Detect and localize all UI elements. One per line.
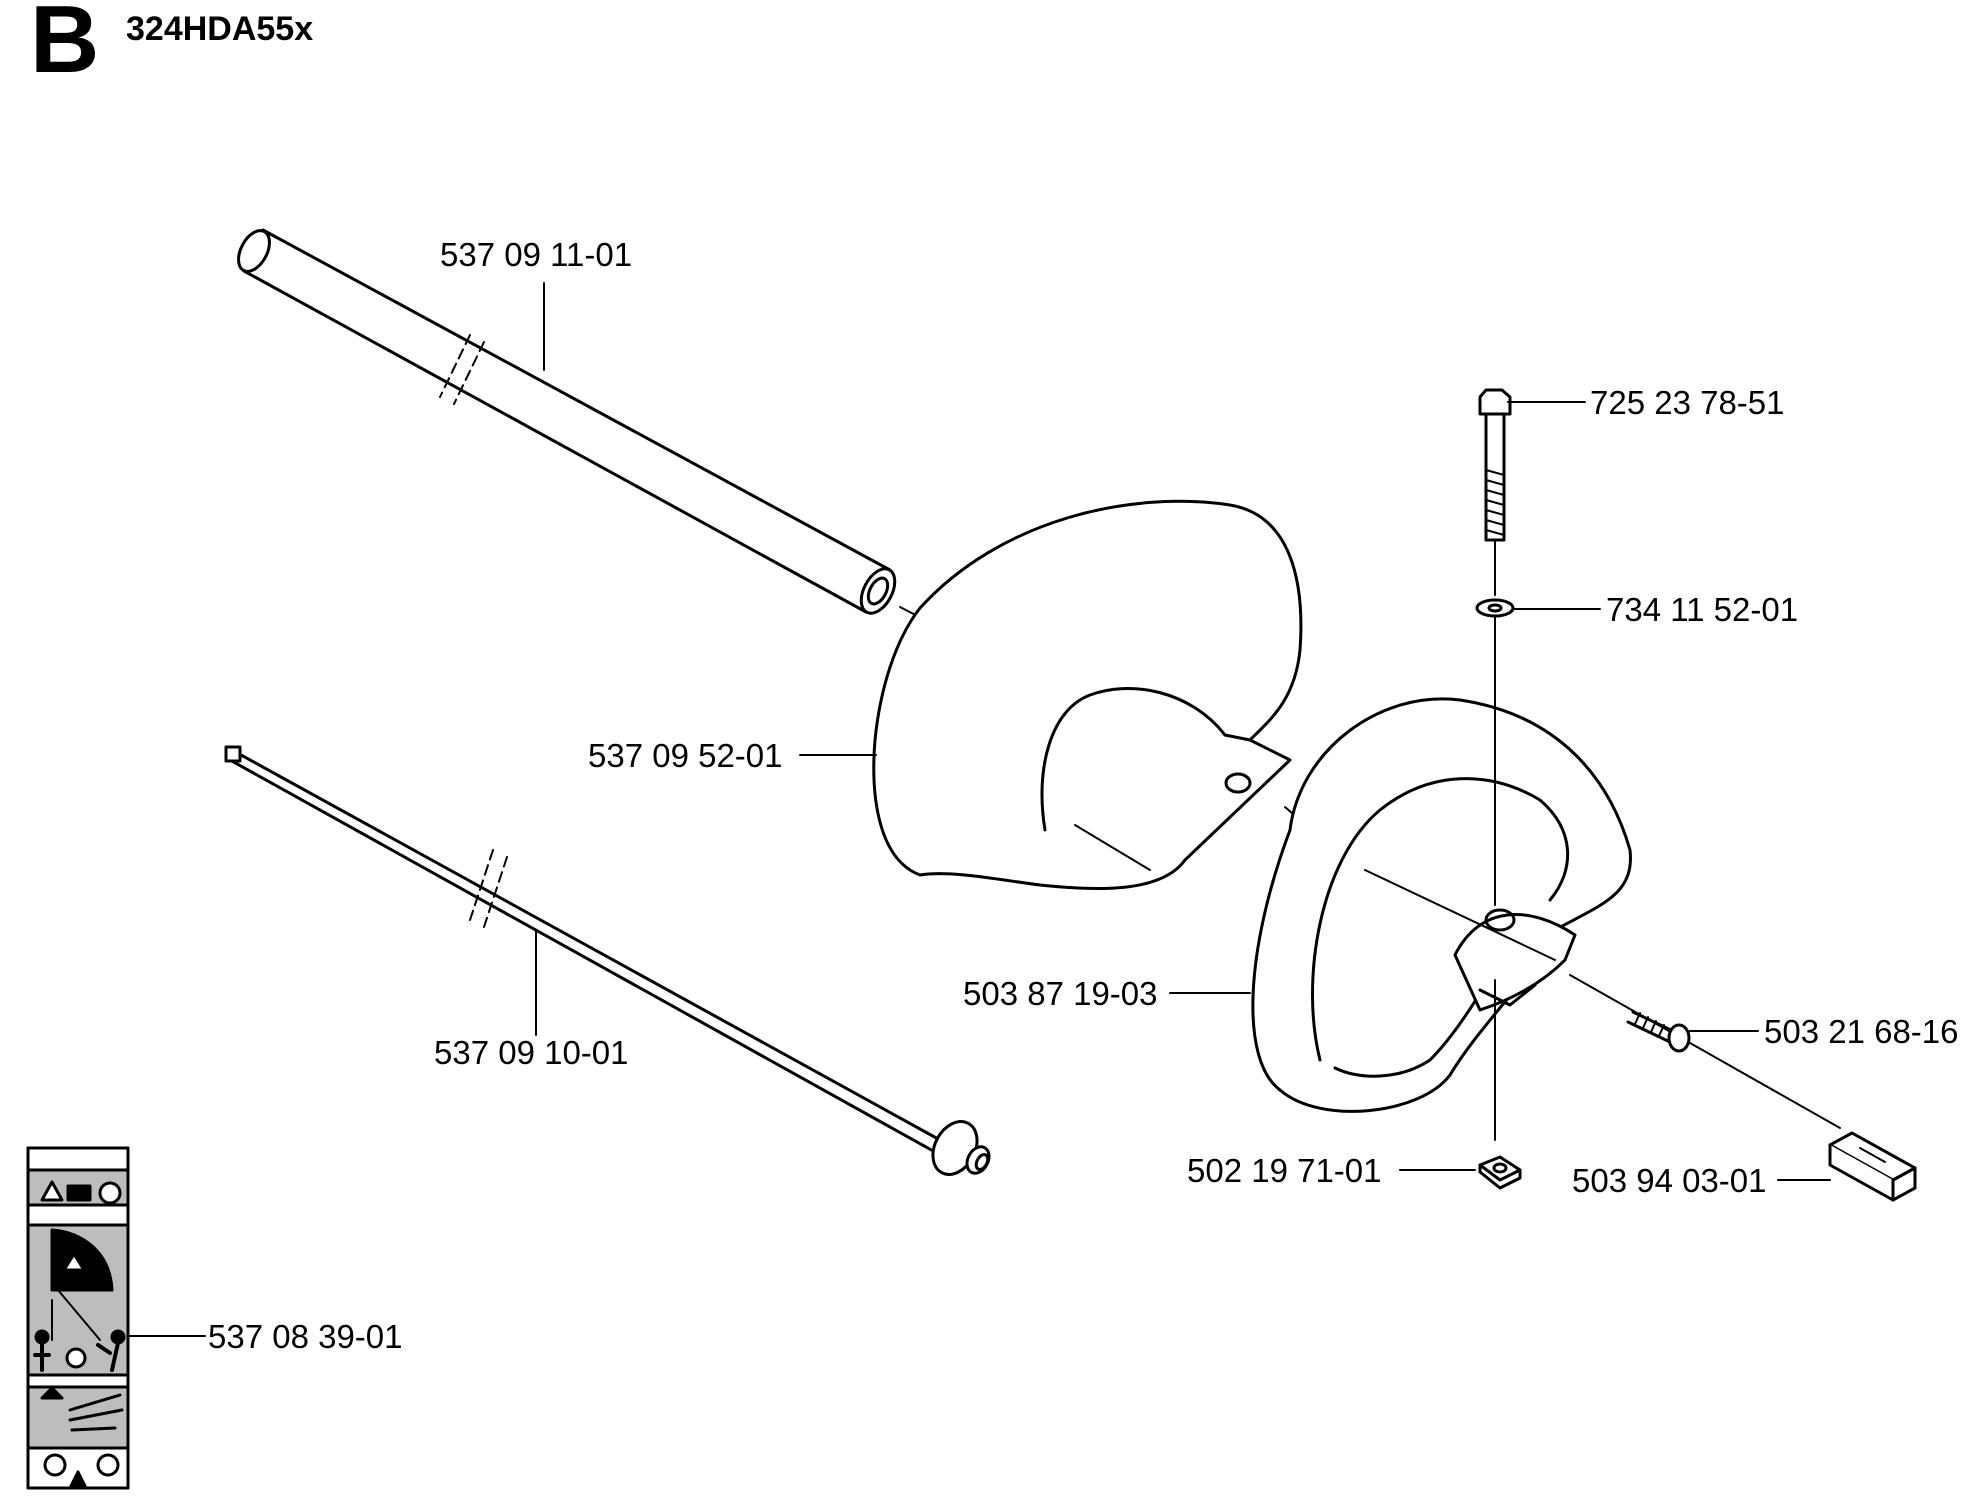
part-number-drive-shaft: 537 09 10-01 (434, 1034, 629, 1071)
model-code: 324HDA55x (126, 10, 314, 48)
part-number-shaft-tube: 537 09 11-01 (440, 236, 633, 273)
part-number-connector: 503 94 03-01 (1572, 1162, 1767, 1199)
section-letter: B (30, 0, 100, 93)
guard-drawing (872, 499, 1303, 890)
warning-decal-drawing (26, 1146, 130, 1490)
part-number-washer: 734 11 52-01 (1606, 591, 1799, 628)
part-number-screw: 503 21 68-16 (1764, 1013, 1959, 1050)
part-number-guard: 537 09 52-01 (588, 737, 783, 774)
handle-drawing (1251, 697, 1841, 1129)
part-number-bolt: 725 23 78-51 (1590, 384, 1785, 421)
part-number-warning-decal: 537 08 39-01 (208, 1318, 403, 1355)
shaft-tube-drawing (237, 228, 936, 626)
connector-drawing (1828, 1131, 1917, 1202)
nut-drawing (1478, 979, 1522, 1190)
drive-shaft-drawing (224, 745, 991, 1176)
part-number-handle: 503 87 19-03 (963, 975, 1158, 1012)
bolt-drawing (1475, 388, 1515, 906)
leader-lines (127, 282, 1831, 1337)
screw-drawing (1626, 1010, 1691, 1053)
part-number-nut: 502 19 71-01 (1187, 1152, 1382, 1189)
